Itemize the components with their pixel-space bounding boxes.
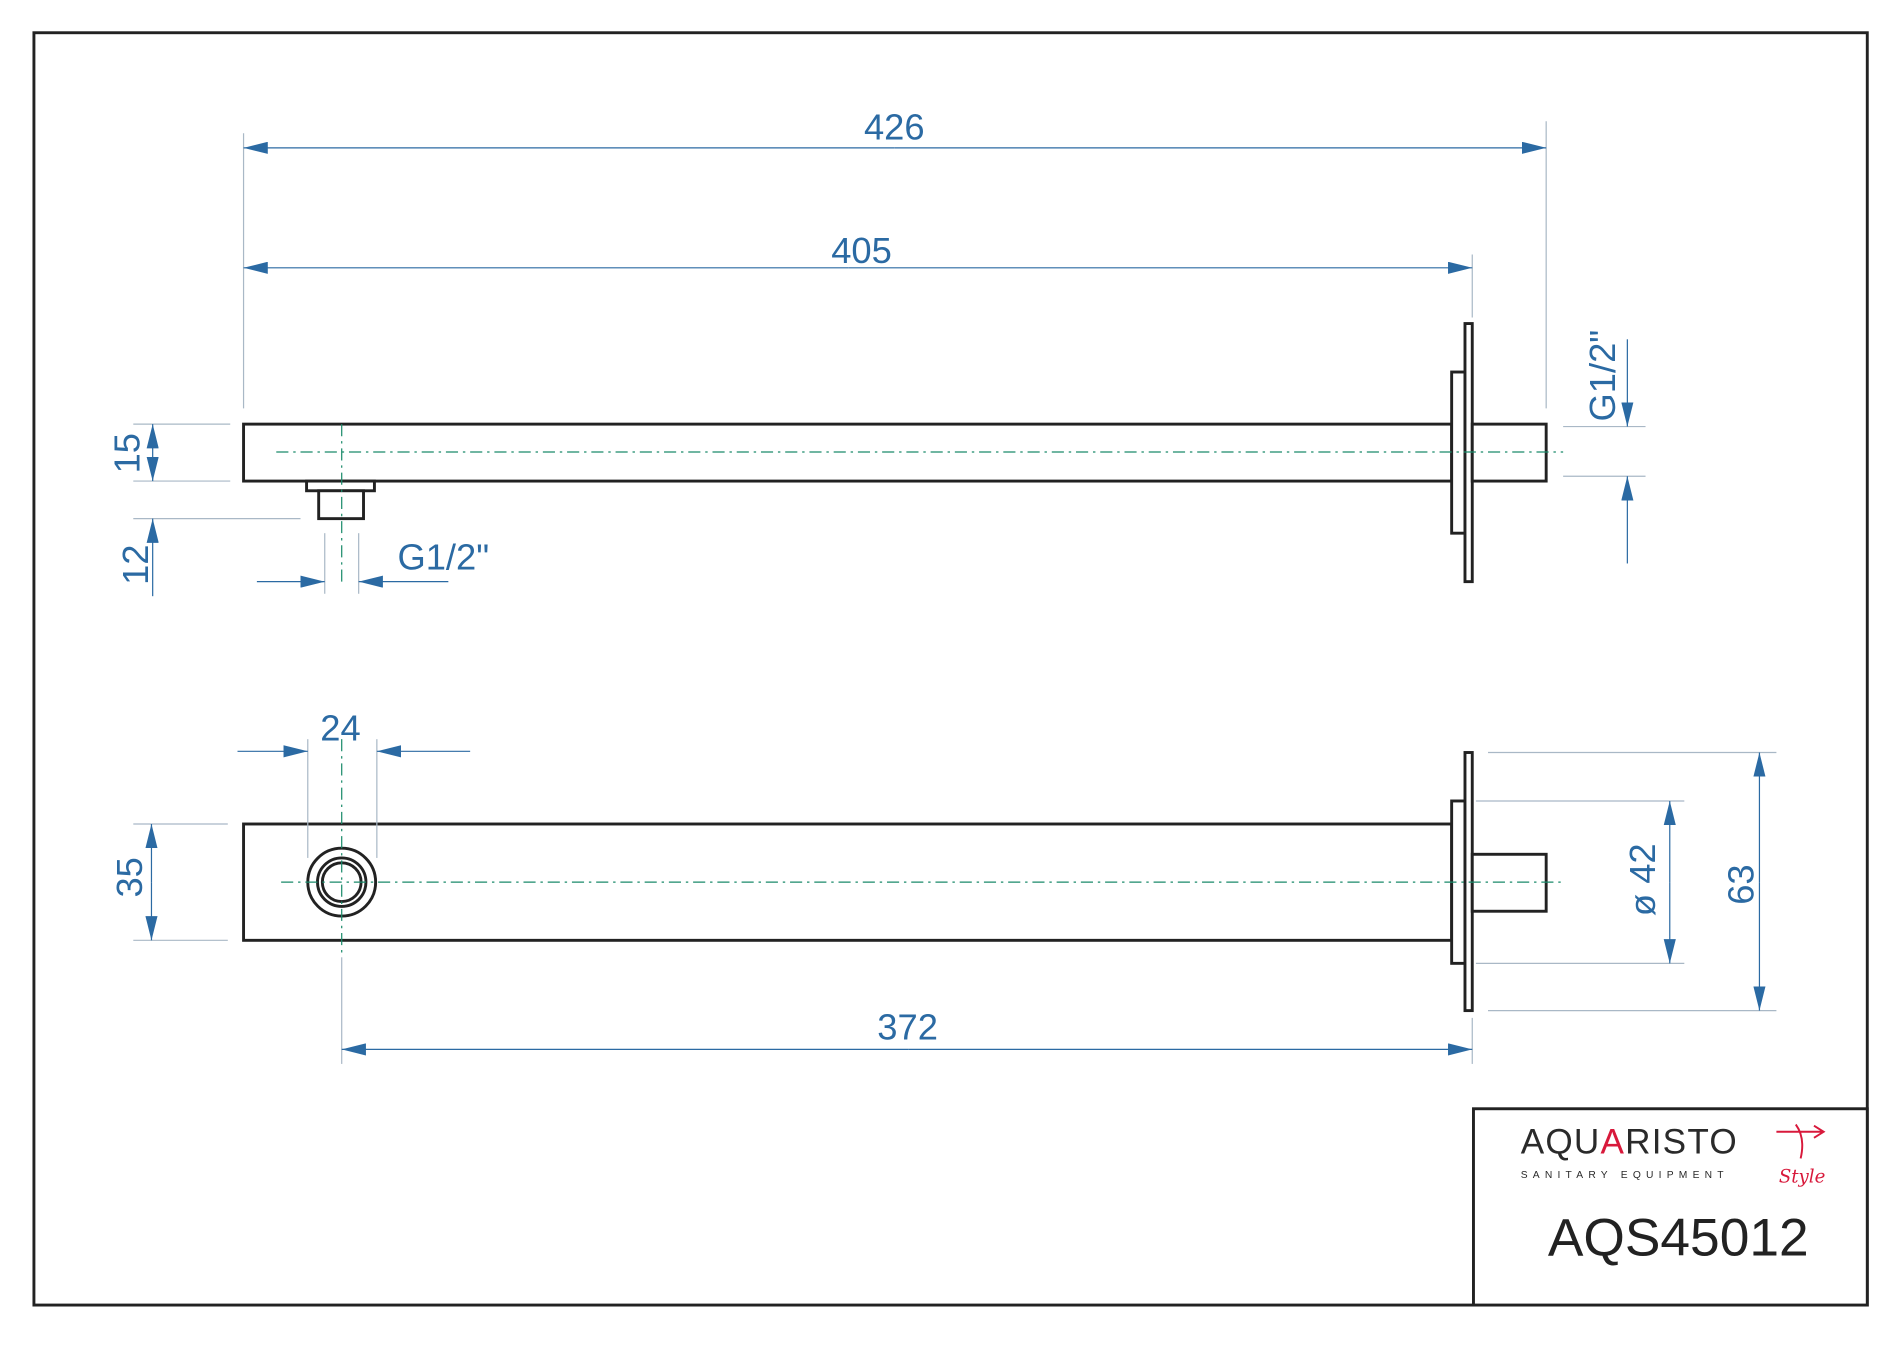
dim-arm-width: 35 <box>109 857 150 897</box>
dim-inlet-thread: G1/2" <box>1582 330 1623 422</box>
dim-outlet-height: 12 <box>115 544 156 584</box>
dim-arm-length: 405 <box>831 230 892 271</box>
bottom-view: 24 35 372 ø 42 63 <box>109 707 1777 1064</box>
brand-logo: AQUARISTO SANITARY EQUIPMENT Style <box>1521 1123 1826 1188</box>
drawing-frame <box>32 31 1869 1307</box>
inlet-pipe <box>1470 852 1548 913</box>
model-code: AQS45012 <box>1548 1208 1809 1267</box>
title-block: AQUARISTO SANITARY EQUIPMENT Style AQS45… <box>1472 1107 1869 1307</box>
logo-main: AQUARISTO <box>1521 1123 1738 1162</box>
dim-flange-size: 63 <box>1720 864 1761 904</box>
logo-script: Style <box>1779 1167 1826 1188</box>
logo-arrow-icon <box>1776 1123 1826 1159</box>
dim-inner-flange-diameter: ø 42 <box>1622 843 1663 916</box>
dim-overall-length: 426 <box>864 106 925 147</box>
dim-arm-height: 15 <box>106 433 147 473</box>
logo-subtitle: SANITARY EQUIPMENT <box>1521 1170 1729 1181</box>
inlet-pipe <box>1470 422 1548 483</box>
dim-outlet-width: 24 <box>320 707 360 748</box>
top-view: 426 405 15 12 G1/2" G1/2" <box>106 106 1646 597</box>
dim-outlet-thread: G1/2" <box>397 537 489 578</box>
dim-outlet-to-wall: 372 <box>877 1007 938 1048</box>
